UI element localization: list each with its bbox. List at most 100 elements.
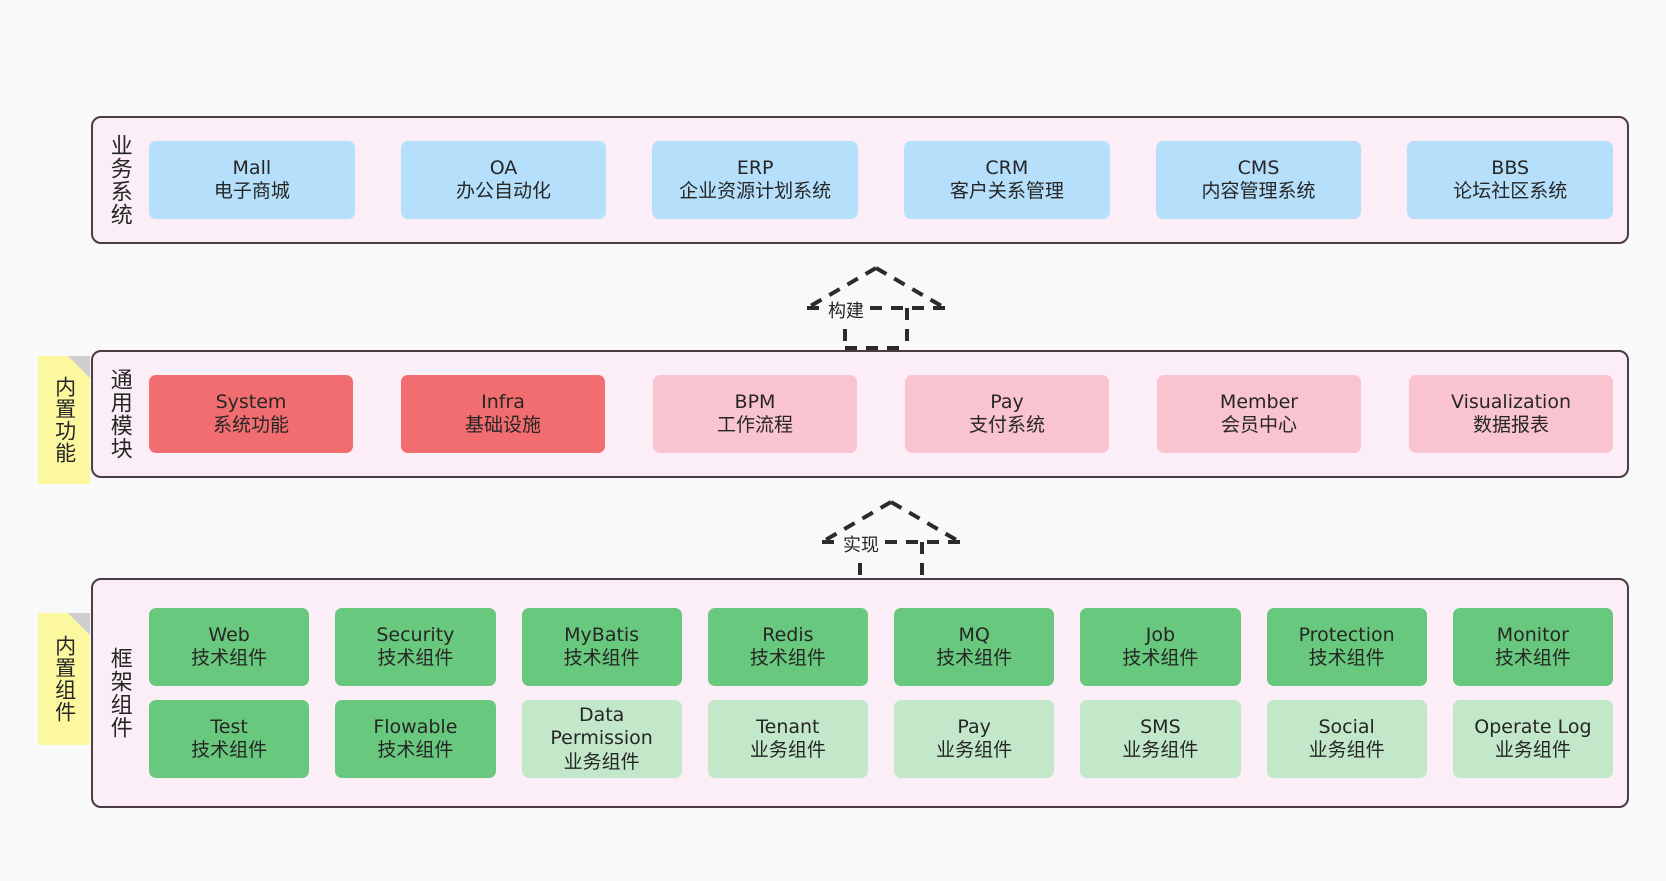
- node-mybatis[interactable]: MyBatis 技术组件: [521, 608, 682, 686]
- framework-node-row-2: Test 技术组件 Flowable 技术组件 Data Permission …: [149, 700, 1613, 778]
- node-subtitle: 客户关系管理: [949, 180, 1064, 202]
- node-pay-business[interactable]: Pay 业务组件: [894, 700, 1055, 778]
- node-pay[interactable]: Pay 支付系统: [905, 375, 1109, 453]
- node-subtitle: 技术组件: [377, 739, 454, 761]
- node-subtitle: 技术组件: [1494, 647, 1571, 669]
- band-common-modules: 通用模块 System 系统功能 Infra 基础设施 BPM 工作流程 Pay: [91, 350, 1629, 478]
- node-subtitle: 技术组件: [749, 647, 826, 669]
- node-subtitle: 论坛社区系统: [1453, 180, 1568, 202]
- node-title: Protection: [1298, 623, 1395, 646]
- node-title: Data Permission: [550, 704, 653, 750]
- node-title: SMS: [1140, 715, 1181, 738]
- node-title: BBS: [1491, 156, 1530, 179]
- node-subtitle: 基础设施: [464, 414, 541, 436]
- node-cms[interactable]: CMS 内容管理系统: [1155, 141, 1362, 219]
- band-framework-components: 框架组件 Web 技术组件 Security 技术组件 MyBatis 技术组件…: [91, 578, 1629, 808]
- node-protection[interactable]: Protection 技术组件: [1266, 608, 1427, 686]
- node-subtitle: 业务组件: [1308, 739, 1385, 761]
- note-text: 内置组件: [52, 635, 77, 723]
- node-redis[interactable]: Redis 技术组件: [707, 608, 868, 686]
- build-arrow: 构建: [795, 264, 955, 350]
- band-body-framework: Web 技术组件 Security 技术组件 MyBatis 技术组件 Redi…: [145, 580, 1627, 806]
- band-label-business: 业务系统: [106, 134, 132, 226]
- node-subtitle: 技术组件: [377, 647, 454, 669]
- node-subtitle: 技术组件: [563, 647, 640, 669]
- node-crm[interactable]: CRM 客户关系管理: [904, 141, 1110, 219]
- node-title: CMS: [1237, 156, 1280, 179]
- band-body-modules: System 系统功能 Infra 基础设施 BPM 工作流程 Pay 支付系统…: [145, 352, 1627, 476]
- node-subtitle: 业务组件: [749, 739, 826, 761]
- node-subtitle: 数据报表: [1472, 414, 1549, 436]
- node-bbs[interactable]: BBS 论坛社区系统: [1407, 141, 1614, 219]
- node-title: Member: [1219, 390, 1299, 413]
- node-subtitle: 企业资源计划系统: [679, 180, 832, 202]
- node-web[interactable]: Web 技术组件: [149, 608, 310, 686]
- node-title: Social: [1318, 715, 1375, 738]
- node-title: Web: [208, 623, 250, 646]
- node-bpm[interactable]: BPM 工作流程: [653, 375, 857, 453]
- node-visualization[interactable]: Visualization 数据报表: [1409, 375, 1613, 453]
- node-subtitle: 支付系统: [968, 414, 1045, 436]
- node-subtitle: 系统功能: [212, 414, 289, 436]
- node-subtitle: 技术组件: [191, 739, 268, 761]
- node-subtitle: 业务组件: [1122, 739, 1199, 761]
- node-flowable[interactable]: Flowable 技术组件: [335, 700, 496, 778]
- band-label-framework: 框架组件: [106, 647, 132, 739]
- node-data-permission[interactable]: Data Permission 业务组件: [521, 700, 682, 778]
- node-mall[interactable]: Mall 电子商城: [149, 141, 355, 219]
- business-node-row: Mall 电子商城 OA 办公自动化 ERP 企业资源计划系统 CRM 客户关系…: [149, 141, 1614, 219]
- node-subtitle: 内容管理系统: [1201, 180, 1316, 202]
- node-subtitle: 电子商城: [213, 180, 290, 202]
- implement-arrow: 实现: [810, 498, 970, 584]
- node-subtitle: 技术组件: [936, 647, 1013, 669]
- implement-arrow-label: 实现: [841, 531, 881, 557]
- node-title: Mall: [232, 156, 272, 179]
- node-title: Job: [1145, 623, 1176, 646]
- node-title: Redis: [762, 623, 814, 646]
- node-sms[interactable]: SMS 业务组件: [1080, 700, 1241, 778]
- node-title: Tenant: [756, 715, 820, 738]
- node-title: Operate Log: [1474, 715, 1592, 738]
- node-subtitle: 会员中心: [1220, 414, 1297, 436]
- node-title: System: [215, 390, 287, 413]
- node-title: MyBatis: [564, 623, 640, 646]
- node-title: ERP: [736, 156, 774, 179]
- band-business-systems: 业务系统 Mall 电子商城 OA 办公自动化 ERP 企业资源计划系统 CRM: [91, 116, 1629, 244]
- note-text: 内置功能: [52, 376, 77, 464]
- node-title: CRM: [985, 156, 1029, 179]
- node-monitor[interactable]: Monitor 技术组件: [1452, 608, 1613, 686]
- node-social[interactable]: Social 业务组件: [1266, 700, 1427, 778]
- node-title: Test: [210, 715, 248, 738]
- node-title: BPM: [734, 390, 776, 413]
- node-title: Infra: [481, 390, 525, 413]
- node-subtitle: 办公自动化: [456, 180, 552, 202]
- build-arrow-label: 构建: [826, 297, 866, 323]
- band-body-business: Mall 电子商城 OA 办公自动化 ERP 企业资源计划系统 CRM 客户关系…: [145, 118, 1627, 242]
- node-infra[interactable]: Infra 基础设施: [401, 375, 605, 453]
- node-oa[interactable]: OA 办公自动化: [400, 141, 607, 219]
- node-subtitle: 技术组件: [1308, 647, 1385, 669]
- node-job[interactable]: Job 技术组件: [1080, 608, 1241, 686]
- node-test[interactable]: Test 技术组件: [149, 700, 310, 778]
- node-title: Visualization: [1450, 390, 1571, 413]
- node-title: Monitor: [1496, 623, 1569, 646]
- node-title: Security: [376, 623, 455, 646]
- band-label-modules: 通用模块: [106, 368, 132, 460]
- node-subtitle: 技术组件: [1122, 647, 1199, 669]
- node-security[interactable]: Security 技术组件: [335, 608, 496, 686]
- node-tenant[interactable]: Tenant 业务组件: [707, 700, 868, 778]
- node-erp[interactable]: ERP 企业资源计划系统: [652, 141, 859, 219]
- node-subtitle: 技术组件: [191, 647, 268, 669]
- framework-node-row-1: Web 技术组件 Security 技术组件 MyBatis 技术组件 Redi…: [149, 608, 1613, 686]
- node-subtitle: 业务组件: [563, 750, 640, 773]
- modules-node-row: System 系统功能 Infra 基础设施 BPM 工作流程 Pay 支付系统…: [149, 375, 1613, 453]
- node-member[interactable]: Member 会员中心: [1157, 375, 1361, 453]
- note-builtin-components: 内置组件: [38, 613, 90, 745]
- node-subtitle: 业务组件: [1494, 739, 1571, 761]
- node-title: Pay: [957, 715, 991, 738]
- node-subtitle: 工作流程: [716, 414, 793, 436]
- node-operate-log[interactable]: Operate Log 业务组件: [1452, 700, 1613, 778]
- node-system[interactable]: System 系统功能: [149, 375, 353, 453]
- node-mq[interactable]: MQ 技术组件: [894, 608, 1055, 686]
